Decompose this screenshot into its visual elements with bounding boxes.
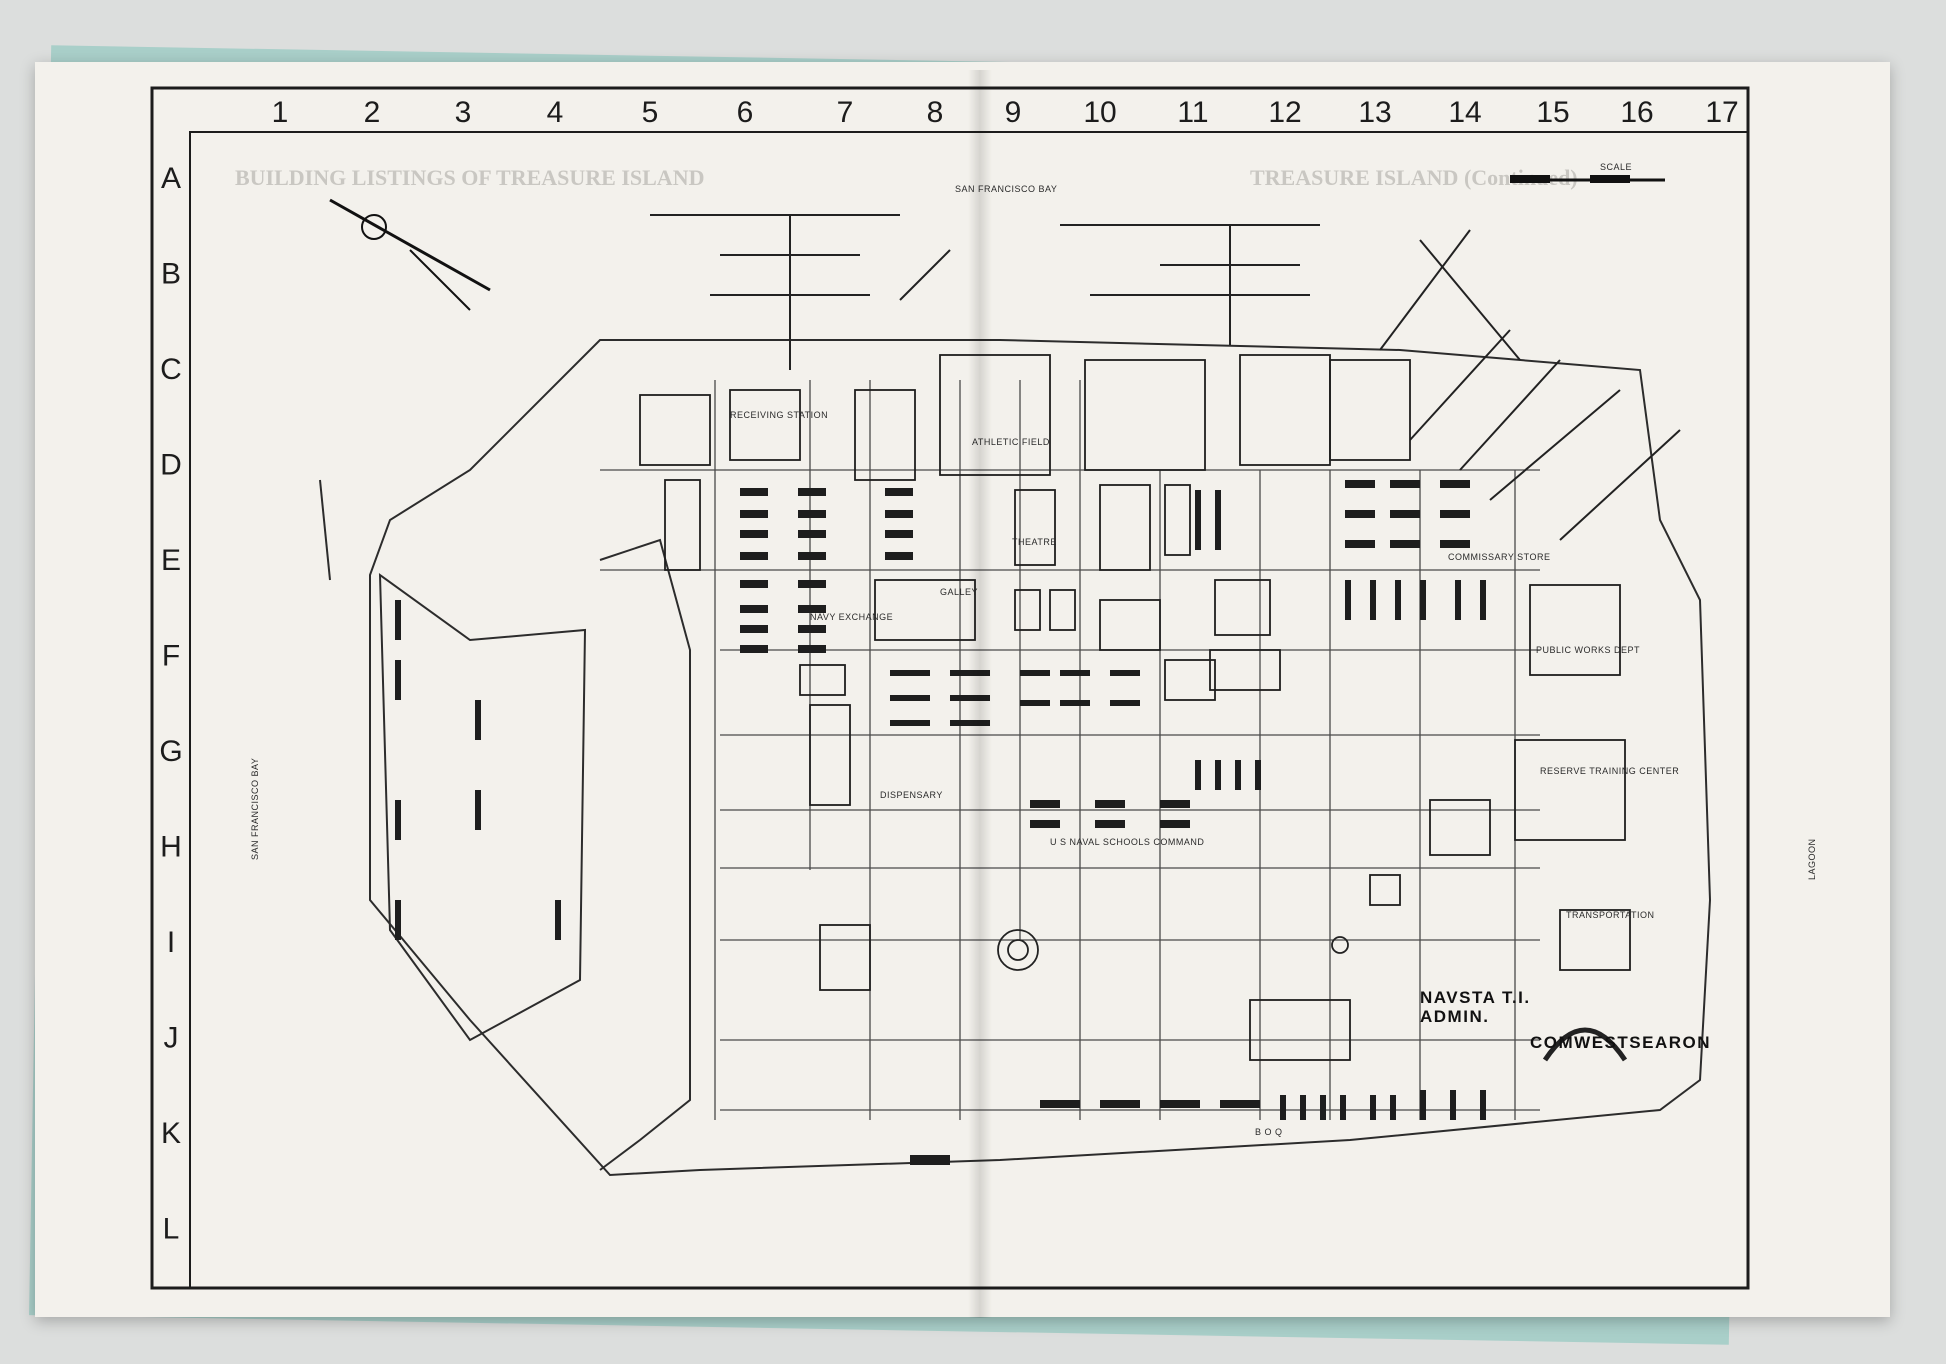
grid-column-11: 11 — [1177, 96, 1208, 129]
grid-frame — [150, 86, 1750, 1290]
grid-row-E: E — [161, 544, 181, 577]
grid-row-I: I — [167, 926, 175, 959]
ghost-text-left: BUILDING LISTINGS OF TREASURE ISLAND — [235, 165, 704, 190]
grid-row-A: A — [161, 162, 181, 195]
grid-row-J: J — [164, 1022, 179, 1055]
label-receiving-station: RECEIVING STATION — [730, 410, 828, 420]
grid-row-L: L — [163, 1213, 180, 1246]
label-public-works-dept: PUBLIC WORKS DEPT — [1536, 645, 1640, 655]
map-sheet — [35, 62, 1890, 1317]
grid-row-B: B — [161, 258, 181, 291]
label-navy-exchange: NAVY EXCHANGE — [810, 612, 893, 622]
grid-row-G: G — [159, 735, 182, 768]
label-sf-bay-left: SAN FRANCISCO BAY — [250, 758, 260, 860]
buildings — [639, 354, 1631, 1061]
scale-bar — [1510, 175, 1665, 183]
grid-column-14: 14 — [1448, 96, 1481, 129]
grid-row-H: H — [160, 831, 182, 864]
grid-column-5: 5 — [642, 96, 659, 129]
label-theatre: THEATRE — [1012, 537, 1057, 547]
grid-column-6: 6 — [737, 96, 754, 129]
grid-column-8: 8 — [927, 96, 944, 129]
grid-column-16: 16 — [1620, 96, 1653, 129]
label-lagoon: LAGOON — [1807, 838, 1817, 880]
piers-north — [650, 214, 1681, 541]
label-navsta-line2: ADMIN. — [1420, 1007, 1489, 1026]
barracks-blocks — [395, 480, 1486, 1165]
grid-row-labels: A B C D E F G H I J K L — [159, 162, 182, 1246]
grid-column-13: 13 — [1358, 96, 1391, 129]
map-symbols — [997, 929, 1628, 1062]
label-galley: GALLEY — [940, 587, 978, 597]
grid-column-15: 15 — [1536, 96, 1569, 129]
label-naval-schools-command: U S NAVAL SCHOOLS COMMAND — [1050, 837, 1204, 847]
north-arrow-icon — [329, 198, 491, 311]
label-dispensary: DISPENSARY — [880, 790, 943, 800]
island-outline — [319, 339, 1712, 1177]
grid-column-17: 17 — [1705, 96, 1738, 129]
label-boq: B O Q — [1255, 1127, 1283, 1137]
grid-column-10: 10 — [1083, 96, 1116, 129]
label-sf-bay-top: SAN FRANCISCO BAY — [955, 184, 1057, 194]
label-commissary-store: COMMISSARY STORE — [1448, 552, 1551, 562]
label-reserve-training-center: RESERVE TRAINING CENTER — [1540, 766, 1679, 776]
label-scale: SCALE — [1600, 162, 1632, 172]
grid-column-4: 4 — [547, 96, 564, 129]
grid-row-F: F — [162, 640, 180, 673]
label-athletic-field: ATHLETIC FIELD — [972, 437, 1050, 447]
grid-column-12: 12 — [1268, 96, 1301, 129]
label-transportation: TRANSPORTATION — [1566, 910, 1655, 920]
grid-row-D: D — [160, 449, 182, 482]
grid-column-1: 1 — [272, 96, 289, 129]
grid-column-3: 3 — [455, 96, 472, 129]
grid-column-7: 7 — [837, 96, 854, 129]
label-comwestsearon: COMWESTSEARON — [1530, 1033, 1711, 1052]
grid-row-C: C — [160, 353, 182, 386]
grid-column-2: 2 — [364, 96, 381, 129]
label-navsta-line1: NAVSTA T.I. — [1420, 988, 1531, 1007]
grid-column-9: 9 — [1005, 96, 1022, 129]
grid-row-K: K — [161, 1117, 181, 1150]
